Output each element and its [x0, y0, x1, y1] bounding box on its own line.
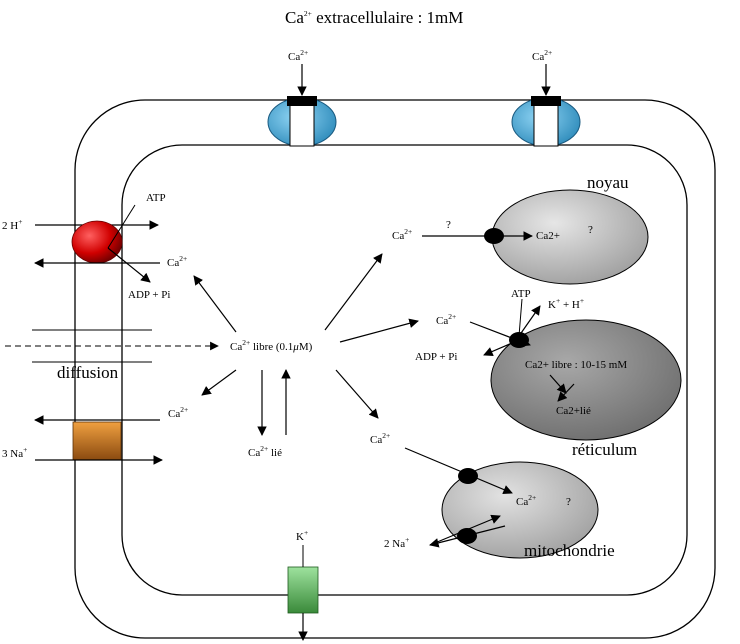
arrow-to-nucleus	[324, 253, 383, 331]
reticulum-label: réticulum	[572, 440, 637, 459]
arrow-to-exchanger	[201, 369, 237, 396]
mitochondria-ca-in-label: Ca2+	[516, 493, 536, 508]
channel-right-ca-label: Ca2+	[532, 48, 552, 63]
exchanger-na-label: 3 Na+	[2, 445, 27, 460]
calcium-pump: 2 H+ ATP Ca2+ ADP + Pi	[2, 192, 187, 301]
nucleus-ca-out-label: Ca2+	[392, 227, 412, 242]
pump-h-label: 2 H+	[2, 217, 22, 232]
title-extracellular-calcium: Ca2+ extracellulaire : 1mM	[285, 8, 463, 27]
plasma-membrane-outer	[74, 99, 716, 639]
nucleus-question-out: ?	[446, 219, 451, 231]
pump-adp-label: ADP + Pi	[128, 289, 170, 301]
nucleus-transporter	[484, 228, 504, 244]
bound-calcium-label: Ca2+ lié	[248, 444, 282, 459]
reticulum-adp-label: ADP + Pi	[415, 351, 457, 363]
arrow-to-reticulum	[339, 318, 419, 343]
diffusion-pathway: diffusion	[5, 329, 219, 382]
nucleus-question-in: ?	[588, 224, 593, 236]
mitochondria-na-label: 2 Na+	[384, 535, 409, 550]
mitochondria-exchanger	[457, 528, 477, 544]
reticulum-ca-out-label: Ca2+	[436, 312, 456, 327]
mitochondria-question: ?	[566, 496, 571, 508]
pump-atp-label: ATP	[146, 192, 166, 204]
pump-ca-label: Ca2+	[167, 254, 187, 269]
channel-left-ca-label: Ca2+	[288, 48, 308, 63]
reticulum-bound-calcium: Ca2+lié	[556, 405, 591, 417]
free-calcium-label: Ca2+ libre (0.1μM)	[230, 338, 313, 353]
exchanger-ca-label: Ca2+	[168, 405, 188, 420]
arrow-to-pump	[193, 275, 237, 333]
nucleus-ca-in-label: Ca2+	[536, 230, 560, 242]
arrow-to-mitochondria	[335, 369, 379, 419]
reticulum-atp-label: ATP	[511, 288, 531, 300]
nucleus: noyau Ca2+ ? Ca2+ ?	[392, 173, 649, 285]
calcium-channel-left: Ca2+	[267, 48, 337, 147]
reticulum-free-calcium: Ca2+ libre : 10-15 mM	[525, 359, 627, 371]
reticulum: réticulum ATP K+ + H+ Ca2+ ADP + Pi Ca2+…	[415, 288, 682, 459]
plasma-membrane-inner	[121, 144, 688, 596]
mitochondria: mitochondrie Ca2+ Ca2+ ? 2 Na+	[370, 431, 615, 560]
diffusion-label: diffusion	[57, 363, 119, 382]
mitochondria-uniporter	[458, 468, 478, 484]
mitochondria-label: mitochondrie	[524, 541, 615, 560]
calcium-channel-right: Ca2+	[511, 48, 581, 147]
mitochondria-ca-out-label: Ca2+	[370, 431, 390, 446]
reticulum-kh-label: K+ + H+	[548, 296, 584, 311]
potassium-label: K+	[296, 528, 308, 543]
nucleus-label: noyau	[587, 173, 629, 192]
potassium-channel: K+	[287, 528, 319, 641]
sodium-calcium-exchanger: Ca2+ 3 Na+	[2, 405, 188, 465]
